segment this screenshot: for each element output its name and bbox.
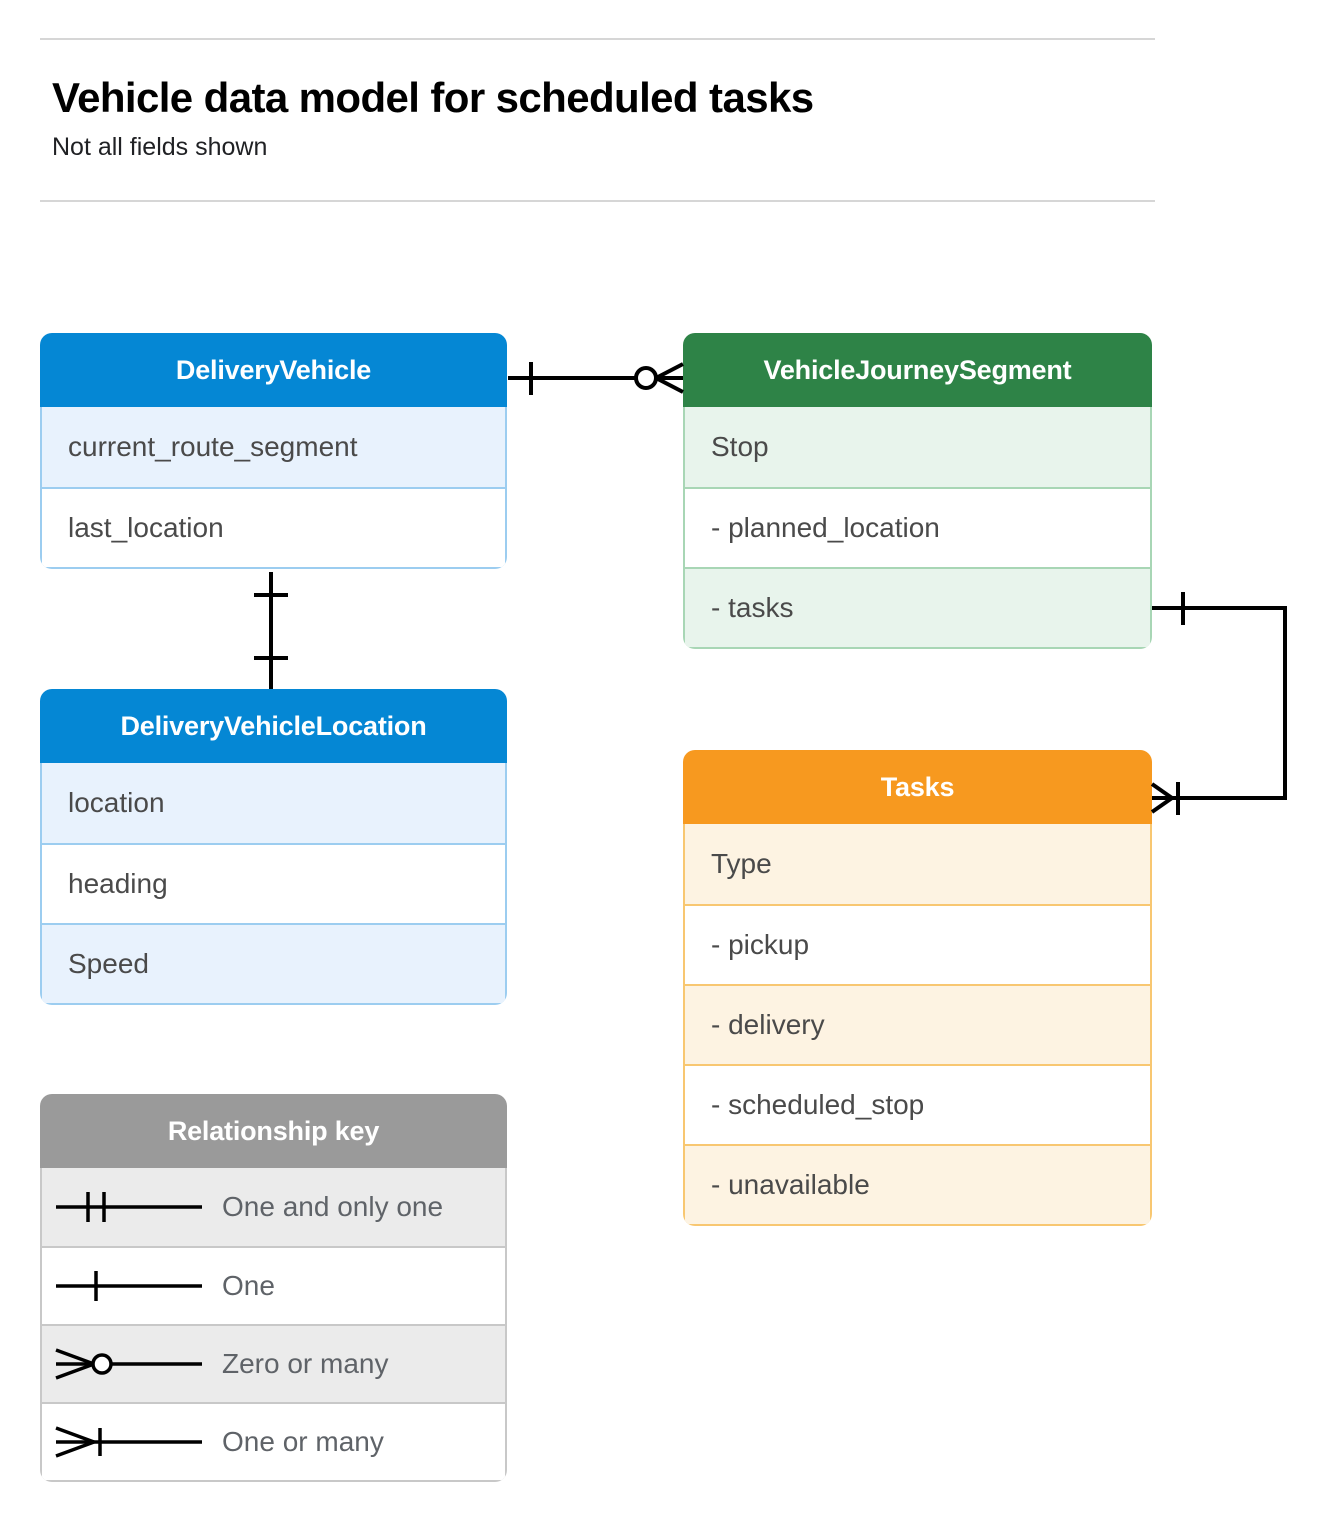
legend-item: Zero or many (42, 1324, 505, 1402)
zero-or-many-icon (42, 1344, 222, 1384)
entity-field-label: heading (68, 868, 168, 899)
header-divider-top (40, 38, 1155, 40)
legend-title: Relationship key (40, 1094, 507, 1168)
entity-field-row[interactable]: location (42, 763, 505, 843)
entity-field-row[interactable]: - tasks (685, 567, 1150, 647)
entity-field-label: - delivery (711, 1009, 825, 1040)
entity-field-row[interactable]: - delivery (685, 984, 1150, 1064)
entity-field-row[interactable]: Stop (685, 407, 1150, 487)
entity-field-row[interactable]: current_route_segment (42, 407, 505, 487)
legend-item: One and only one (42, 1168, 505, 1246)
entity-field-row[interactable]: - pickup (685, 904, 1150, 984)
one-icon (42, 1266, 222, 1306)
entity-field-row[interactable]: - unavailable (685, 1144, 1150, 1224)
legend-item: One (42, 1246, 505, 1324)
connector-deliveryvehicle-to-vehiclelocation (254, 572, 288, 689)
header-divider-bottom (40, 200, 1155, 202)
entity-rows-vehicle-journey-segment: Stop - planned_location - tasks (683, 407, 1152, 649)
legend-item-label: One and only one (222, 1191, 444, 1222)
entity-delivery-vehicle[interactable]: DeliveryVehicle current_route_segment la… (40, 333, 507, 569)
entity-field-label: - unavailable (711, 1169, 870, 1200)
entity-field-label: Type (711, 848, 772, 879)
entity-field-row[interactable]: Type (685, 824, 1150, 904)
entity-field-row[interactable]: - planned_location (685, 487, 1150, 567)
entity-vehicle-journey-segment[interactable]: VehicleJourneySegment Stop - planned_loc… (683, 333, 1152, 649)
entity-field-label: Stop (711, 431, 769, 462)
entity-rows-delivery-vehicle-location: location heading Speed (40, 763, 507, 1005)
entity-header-vehicle-journey-segment: VehicleJourneySegment (683, 333, 1152, 407)
entity-tasks[interactable]: Tasks Type - pickup - delivery - schedul… (683, 750, 1152, 1226)
legend-item-label: One or many (222, 1426, 384, 1457)
connector-deliveryvehicle-to-journeysegment (508, 362, 684, 395)
entity-field-label: - planned_location (711, 512, 940, 543)
entity-field-label: - pickup (711, 929, 810, 960)
page-title: Vehicle data model for scheduled tasks (52, 74, 814, 121)
page-subtitle: Not all fields shown (52, 133, 268, 161)
entity-field-label: location (68, 787, 165, 818)
connector-journeysegment-tasks-to-tasks (1150, 592, 1287, 815)
entity-field-label: - scheduled_stop (711, 1089, 925, 1120)
entity-rows-tasks: Type - pickup - delivery - scheduled_sto… (683, 824, 1152, 1226)
one-or-many-icon (42, 1422, 222, 1462)
entity-field-label: Speed (68, 948, 149, 979)
entity-field-label: current_route_segment (68, 431, 358, 462)
entity-header-delivery-vehicle-location: DeliveryVehicleLocation (40, 689, 507, 763)
legend-item-label: Zero or many (222, 1348, 389, 1379)
entity-header-tasks: Tasks (683, 750, 1152, 824)
entity-rows-delivery-vehicle: current_route_segment last_location (40, 407, 507, 569)
entity-field-label: last_location (68, 512, 224, 543)
entity-field-row[interactable]: heading (42, 843, 505, 923)
legend-item-label: One (222, 1270, 275, 1301)
legend-rows: One and only one One Zero (40, 1168, 507, 1482)
one-and-only-one-icon (42, 1187, 222, 1227)
relationship-key-legend: Relationship key One and only one One (40, 1094, 507, 1482)
entity-header-delivery-vehicle: DeliveryVehicle (40, 333, 507, 407)
entity-field-row[interactable]: last_location (42, 487, 505, 567)
entity-field-row[interactable]: Speed (42, 923, 505, 1003)
entity-field-label: - tasks (711, 592, 794, 623)
entity-delivery-vehicle-location[interactable]: DeliveryVehicleLocation location heading… (40, 689, 507, 1005)
entity-field-row[interactable]: - scheduled_stop (685, 1064, 1150, 1144)
legend-item: One or many (42, 1402, 505, 1480)
